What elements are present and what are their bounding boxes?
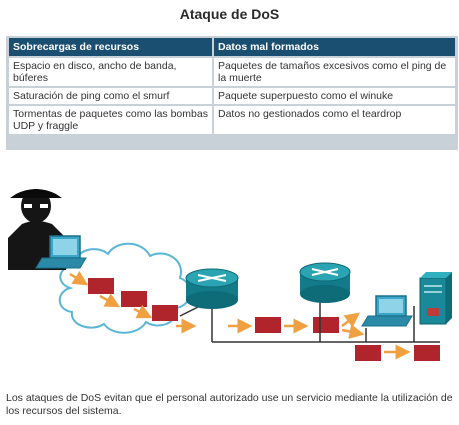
server-icon [419, 272, 452, 325]
diagram-title: Ataque de DoS [179, 6, 280, 22]
router-icon [299, 262, 351, 303]
table-cell: Espacio en disco, ancho de banda, búfere… [9, 56, 214, 86]
network-diagram [8, 189, 452, 361]
table-cell: Paquetes de tamaños excesivos como el pi… [214, 56, 455, 86]
flow-arrows [69, 271, 411, 360]
table-cell: Datos no gestionados como el teardrop [214, 104, 455, 134]
router-icon [185, 268, 239, 309]
attack-types-table: Sobrecargas de recursos Datos mal formad… [9, 38, 455, 134]
diagram-caption: Los ataques de DoS evitan que el persona… [6, 392, 453, 417]
table-cell: Saturación de ping como el smurf [9, 86, 214, 104]
network-links [179, 294, 440, 343]
table-cell: Paquete superpuesto como el winuke [214, 86, 455, 104]
laptop-icon [35, 235, 87, 269]
table-header-row: Sobrecargas de recursos Datos mal formad… [9, 38, 455, 56]
laptop-icon [361, 295, 413, 327]
header-malformed-data: Datos mal formados [214, 38, 455, 56]
header-resource-overload: Sobrecargas de recursos [9, 38, 214, 56]
dos-attack-table: Sobrecargas de recursos Datos mal formad… [6, 36, 458, 150]
table-row: Espacio en disco, ancho de banda, búfere… [9, 56, 455, 86]
table-row: Saturación de ping como el smurf Paquete… [9, 86, 455, 104]
table-cell: Tormentas de paquetes como las bombas UD… [9, 104, 214, 134]
table-row: Tormentas de paquetes como las bombas UD… [9, 104, 455, 134]
